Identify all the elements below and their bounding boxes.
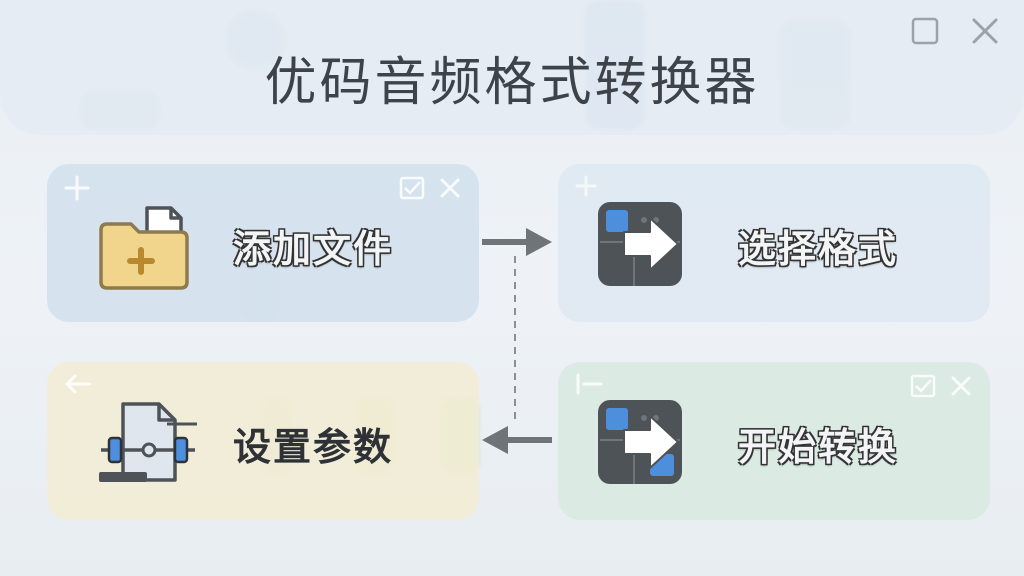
plus-icon [575,175,597,197]
arrow-left-icon [65,374,92,394]
checkbox-icon [910,374,936,398]
maximize-icon[interactable] [908,14,942,48]
card-corner-left [63,174,91,202]
step-label-select-format: 选择格式 [738,227,899,271]
step-label-add-files: 添加文件 [233,227,394,271]
step-card-set-params[interactable]: 设置参数 [47,362,479,520]
start-convert-icon [598,400,682,484]
plus-icon [64,175,90,201]
format-convert-icon [598,202,682,286]
card-corner-left [63,372,93,396]
step-label-start-convert: 开始转换 [738,425,899,469]
folder-add-icon [99,206,189,290]
card-corner-left [574,174,598,198]
settings-file-icon [99,402,197,482]
step-card-select-format[interactable]: 选择格式 [558,164,990,322]
step-card-add-files[interactable]: 添加文件 [47,164,479,322]
app-title: 优码音频格式转换器 [264,53,760,113]
card-corner-right [399,176,461,200]
step-card-start-convert[interactable]: 开始转换 [558,362,990,520]
step-label-set-params: 设置参数 [233,425,394,469]
minus-bracket-icon [576,373,603,395]
card-corner-right [910,374,972,398]
close-icon[interactable] [968,14,1002,48]
close-icon [440,178,460,198]
card-corner-left [574,372,604,396]
checkbox-icon [399,176,425,200]
close-icon [951,376,971,396]
title-bar [0,0,1024,135]
window-controls [908,14,1002,48]
